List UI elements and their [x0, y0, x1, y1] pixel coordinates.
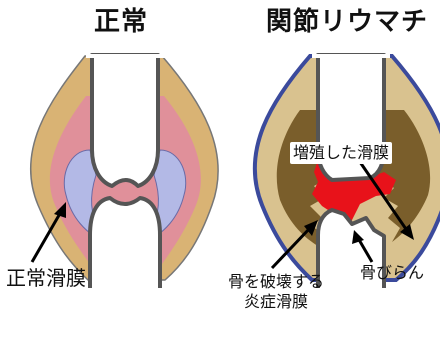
normal-lower-bone	[90, 198, 160, 290]
normal-upper-bone	[92, 55, 158, 186]
label-bone-destroying-line1: 骨を破壊する	[228, 272, 324, 292]
ra-joint	[255, 54, 440, 294]
label-bone-destroying-synovium: 骨を破壊する 炎症滑膜	[228, 272, 324, 312]
label-bone-destroying-line2: 炎症滑膜	[228, 292, 324, 312]
normal-joint	[31, 54, 219, 294]
label-normal-synovium: 正常滑膜	[6, 265, 86, 291]
label-bone-erosion: 骨びらん	[360, 263, 424, 283]
label-proliferated-synovium: 増殖した滑膜	[290, 142, 392, 164]
